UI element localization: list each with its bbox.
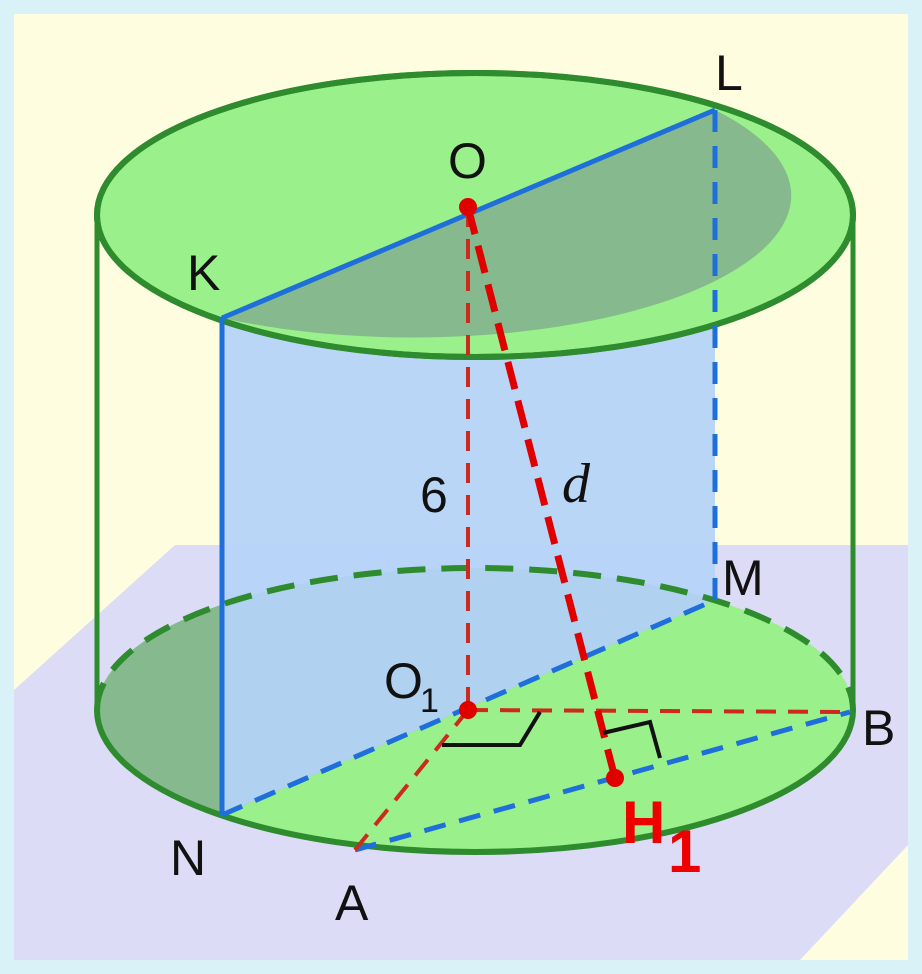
point-O xyxy=(459,198,477,216)
base-back-arc xyxy=(94,565,856,711)
label-O1-base: O xyxy=(384,653,423,709)
label-O1-subscript: 1 xyxy=(420,682,439,720)
label-A: A xyxy=(335,875,369,931)
label-M: M xyxy=(722,550,764,606)
label-B: B xyxy=(862,700,895,756)
label-K: K xyxy=(187,245,220,301)
chord-AB xyxy=(354,709,851,853)
point-H1 xyxy=(606,769,624,787)
segment-OH1-distance xyxy=(464,206,619,779)
top-disk-shaded xyxy=(222,110,792,338)
label-O: O xyxy=(448,133,487,189)
label-H1-subscript: 1 xyxy=(668,818,701,885)
height-label: 6 xyxy=(420,467,448,523)
point-O1 xyxy=(459,701,477,719)
label-H1-base: H xyxy=(622,789,665,856)
label-L: L xyxy=(715,45,743,101)
base-front-arc xyxy=(94,709,856,855)
right-angle-marker-H1 xyxy=(602,719,662,759)
label-N: N xyxy=(170,830,206,886)
right-angle-marker-O1 xyxy=(442,710,542,747)
distance-label: d xyxy=(562,453,591,515)
